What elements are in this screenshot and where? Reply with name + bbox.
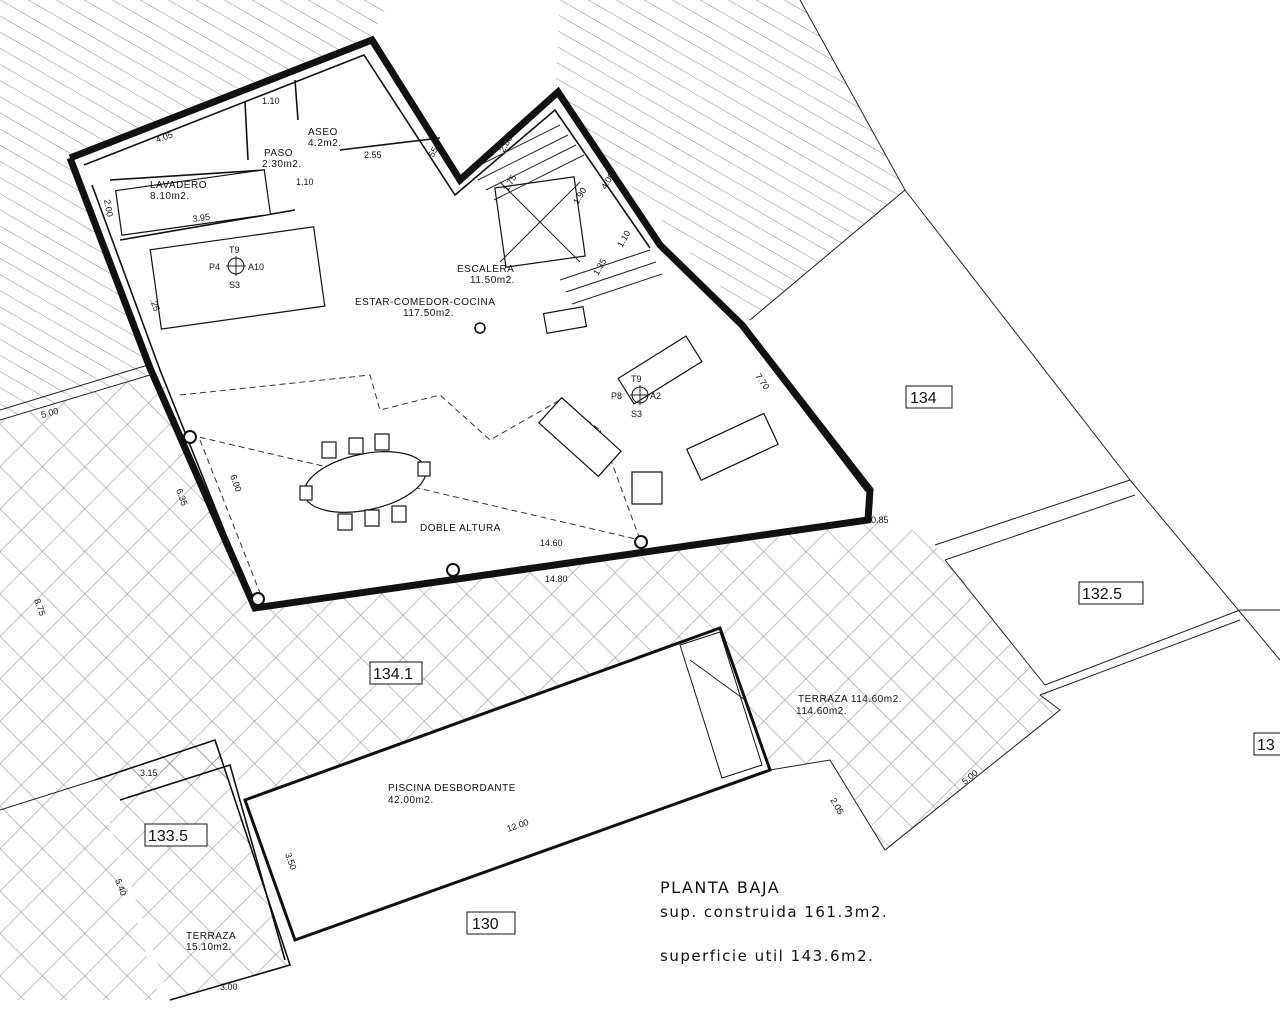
lot-130: 130	[472, 916, 499, 933]
room-escalera-area: 11.50m2.	[470, 275, 515, 286]
room-aseo-name: ASEO	[308, 127, 338, 138]
hatched-plot-left	[0, 0, 390, 420]
stair	[469, 124, 663, 305]
dim-395: 3.95	[192, 212, 211, 224]
symbol-right-bottom: S3	[631, 409, 642, 419]
dim-405: 4.05	[154, 129, 174, 144]
room-estar-name: ESTAR-COMEDOR-COCINA	[355, 297, 495, 308]
sofas	[538, 396, 779, 505]
hatched-plot-right	[555, 0, 905, 320]
dim-1460: 14.60	[540, 538, 563, 548]
dim-315: 3.15	[140, 768, 158, 778]
room-paso-name: PASO	[264, 148, 293, 159]
lot-1341: 134.1	[373, 666, 413, 683]
lot-box-130	[466, 911, 516, 935]
symbol-left-bottom: S3	[229, 280, 240, 290]
symbol-right	[630, 385, 650, 405]
small-terrace	[0, 694, 1061, 1001]
symbol-right-left: P8	[611, 391, 622, 401]
symbol-right-right: A2	[650, 391, 661, 401]
dim-300: 3.00	[220, 982, 238, 992]
lot-1325: 132.5	[1082, 586, 1122, 603]
house-walls	[66, 35, 874, 612]
room-paso-area: 2.30m2.	[262, 159, 302, 170]
lot-box-134	[905, 385, 953, 409]
lot-box-13	[1253, 732, 1280, 756]
plot-lines	[0, 0, 1280, 696]
dim-110b: 1.10	[296, 177, 314, 187]
lot-1335: 133.5	[148, 828, 188, 845]
interior-walls	[109, 79, 703, 405]
dim-1480: 14.80	[545, 574, 568, 584]
room-aseo-area: 4.2m2.	[308, 138, 342, 149]
room-terraza-small-name: TERRAZA	[186, 931, 236, 942]
built-area: sup. construida 161.3m2.	[660, 903, 888, 921]
dining-table	[299, 433, 431, 531]
lot-13: 13	[1257, 737, 1275, 754]
terrace-tiles	[0, 375, 1060, 1000]
useful-area: superficie util 143.6m2.	[660, 947, 874, 965]
room-piscina-area: 42.00m2.	[388, 795, 434, 806]
room-doble-altura: DOBLE ALTURA	[420, 523, 501, 534]
room-lavadero-name: LAVADERO	[150, 180, 207, 191]
symbol-left-top: T9	[229, 245, 240, 255]
symbol-left-right: A10	[248, 262, 264, 272]
room-terraza-main-name: TERRAZA 114.60m2.	[798, 694, 902, 705]
room-estar-area: 117.50m2.	[403, 308, 454, 319]
columns	[183, 322, 648, 606]
symbol-right-top: T9	[631, 374, 642, 384]
lot-134: 134	[910, 390, 937, 407]
dim-205: 2.05	[828, 796, 845, 816]
dim-600: 6.00	[228, 473, 243, 493]
room-piscina-name: PISCINA DESBORDANTE	[388, 783, 516, 794]
dim-085: 0.85	[871, 515, 889, 525]
dim-770: 7.70	[753, 371, 771, 391]
room-terraza-main-area: 114.60m2.	[796, 706, 847, 717]
room-terraza-small-area: 15.10m2.	[186, 942, 232, 953]
dim-135: 1.35	[591, 257, 608, 277]
dim-500a: 5.00	[40, 406, 60, 420]
room-lavadero-area: 8.10m2.	[150, 191, 190, 202]
dim-110a: 1.10	[262, 96, 280, 106]
symbol-left-left: P4	[209, 262, 220, 272]
dim-25: .25	[148, 297, 162, 312]
lot-box-1335	[144, 823, 208, 847]
symbol-left	[226, 256, 246, 276]
plan-title: PLANTA BAJA	[660, 878, 780, 897]
room-escalera-name: ESCALERA	[457, 264, 514, 275]
dim-255: 2.55	[364, 150, 382, 160]
dim-110c: 1.10	[615, 229, 632, 249]
lot-box-1341	[369, 661, 423, 685]
dim-200: 2.00	[102, 199, 115, 218]
lot-box-1325	[1078, 581, 1144, 605]
